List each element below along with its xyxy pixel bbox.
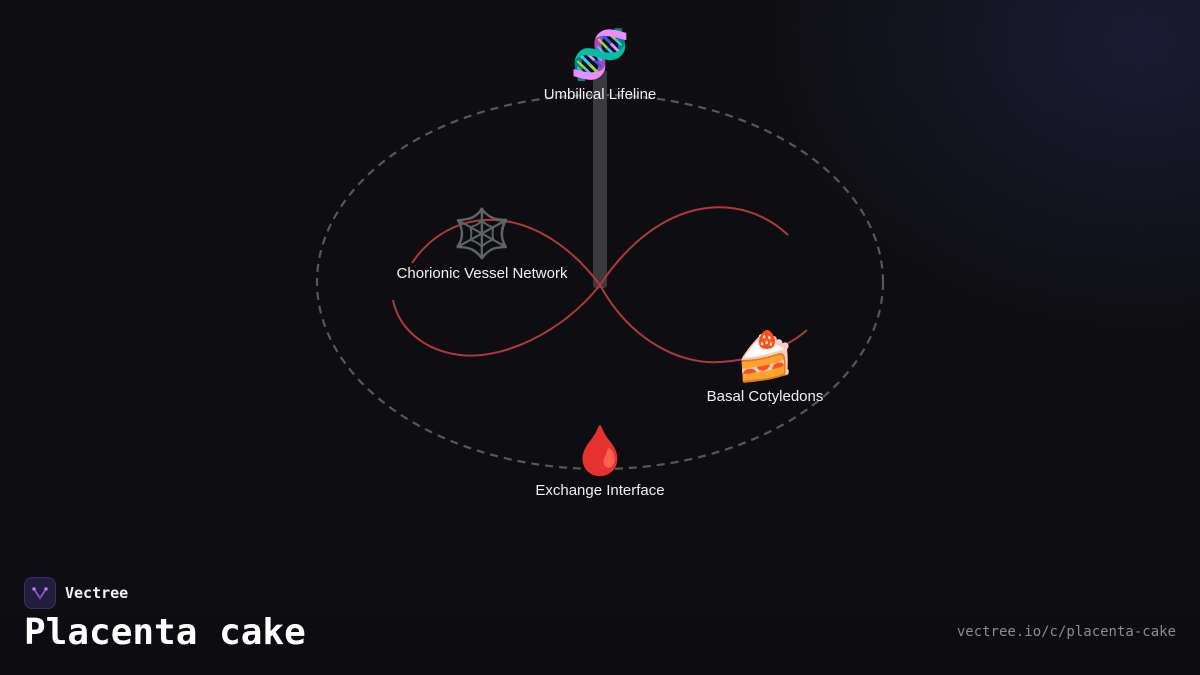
node-basal-cotyledons: 🍰 Basal Cotyledons — [707, 330, 824, 406]
cake-slice-icon: 🍰 — [735, 331, 795, 384]
vectree-logo-icon — [24, 577, 56, 609]
node-label: Exchange Interface — [535, 482, 665, 499]
vessel-curve-left — [392, 218, 602, 357]
page-url[interactable]: vectree.io/c/placenta-cake — [956, 624, 1176, 640]
placenta-outline-ellipse — [315, 93, 885, 471]
node-chorionic-vessel-network: 🕸️ Chorionic Vessel Network — [397, 207, 568, 283]
umbilical-cord-bar — [593, 70, 607, 288]
node-umbilical-lifeline: 🧬 Umbilical Lifeline — [544, 28, 657, 104]
node-label: Basal Cotyledons — [706, 388, 824, 405]
blood-drop-icon: 🩸 — [570, 425, 630, 478]
spider-web-icon: 🕸️ — [452, 208, 512, 261]
page-title: Placenta cake — [24, 612, 306, 653]
vessel-curve-right — [598, 206, 808, 364]
dna-icon: 🧬 — [570, 29, 630, 82]
brand-name: Vectree — [65, 584, 129, 602]
brand: Vectree — [24, 577, 128, 609]
node-label: Umbilical Lifeline — [543, 86, 657, 103]
node-label: Chorionic Vessel Network — [396, 265, 568, 282]
node-exchange-interface: 🩸 Exchange Interface — [535, 424, 664, 500]
